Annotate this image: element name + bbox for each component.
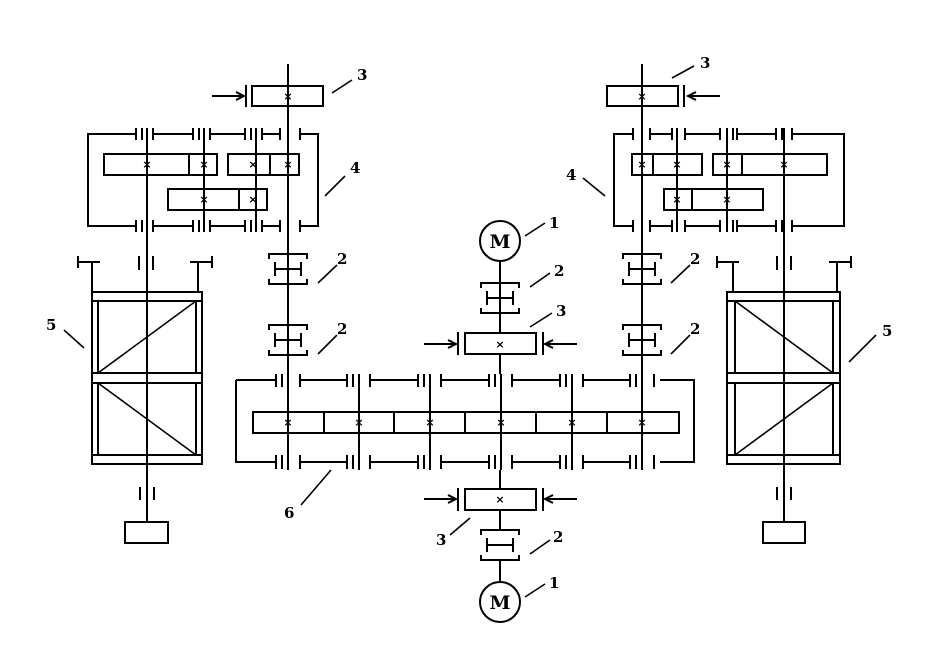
- label-drum: 5: [882, 322, 892, 340]
- gear-mark: ×: [637, 416, 646, 429]
- label-gearbox: 4: [566, 166, 576, 184]
- gear-mark: ×: [425, 416, 434, 429]
- label-coupling: 2: [690, 250, 700, 268]
- gear-mark: ×: [495, 493, 504, 506]
- label-coupling: 2: [690, 320, 700, 338]
- gear-mark: ×: [722, 158, 731, 171]
- right-assembly: × 3 × × × × × × 4: [566, 54, 892, 544]
- label-motor: 1: [549, 574, 559, 592]
- gear-mark: ×: [779, 158, 788, 171]
- gearbox-right: × × × × × × 4: [566, 128, 845, 240]
- label-drum: 5: [46, 316, 56, 334]
- label-coupling: 2: [554, 262, 564, 280]
- gear-mark: ×: [248, 193, 257, 206]
- gear-mark: ×: [199, 158, 208, 171]
- gearbox-left: × × × × × × 4: [87, 128, 360, 240]
- center-bottom-drive: × 3 2 M 1: [424, 470, 577, 623]
- gear-mark: ×: [142, 158, 151, 171]
- gear-mark: ×: [495, 338, 504, 351]
- central-gear-train: × × × × × × 6: [235, 374, 695, 522]
- motor-symbol: M: [489, 231, 510, 253]
- brake-top-left: × 3: [212, 66, 367, 107]
- gear-mark: ×: [199, 193, 208, 206]
- drum-left: 5: [46, 240, 213, 544]
- gear-mark: ×: [672, 158, 681, 171]
- label-coupling: 2: [337, 320, 347, 338]
- label-coupling: 2: [337, 250, 347, 268]
- label-coupling: 2: [553, 528, 563, 546]
- gear-mark: ×: [567, 416, 576, 429]
- label-brake: 3: [357, 66, 367, 84]
- label-brake: 3: [556, 302, 566, 320]
- left-assembly: × 3 × × × × ×: [46, 64, 367, 544]
- gear-mark: ×: [672, 193, 681, 206]
- drum-right: 5: [716, 240, 892, 544]
- label-gear-train: 6: [284, 504, 294, 522]
- label-motor: 1: [549, 214, 559, 232]
- gear-mark: ×: [248, 158, 257, 171]
- gear-mark: ×: [496, 416, 505, 429]
- gear-mark: ×: [354, 416, 363, 429]
- gear-mark: ×: [722, 193, 731, 206]
- label-brake: 3: [700, 54, 710, 72]
- label-gearbox: 4: [350, 159, 360, 177]
- motor-bottom: [479, 581, 521, 623]
- brake-top-right: × 3: [606, 54, 720, 107]
- center-top-drive: M 1 2 × 3: [424, 214, 577, 374]
- gear-mark: ×: [283, 416, 292, 429]
- label-brake: 3: [436, 531, 446, 549]
- motor-symbol: M: [489, 592, 510, 614]
